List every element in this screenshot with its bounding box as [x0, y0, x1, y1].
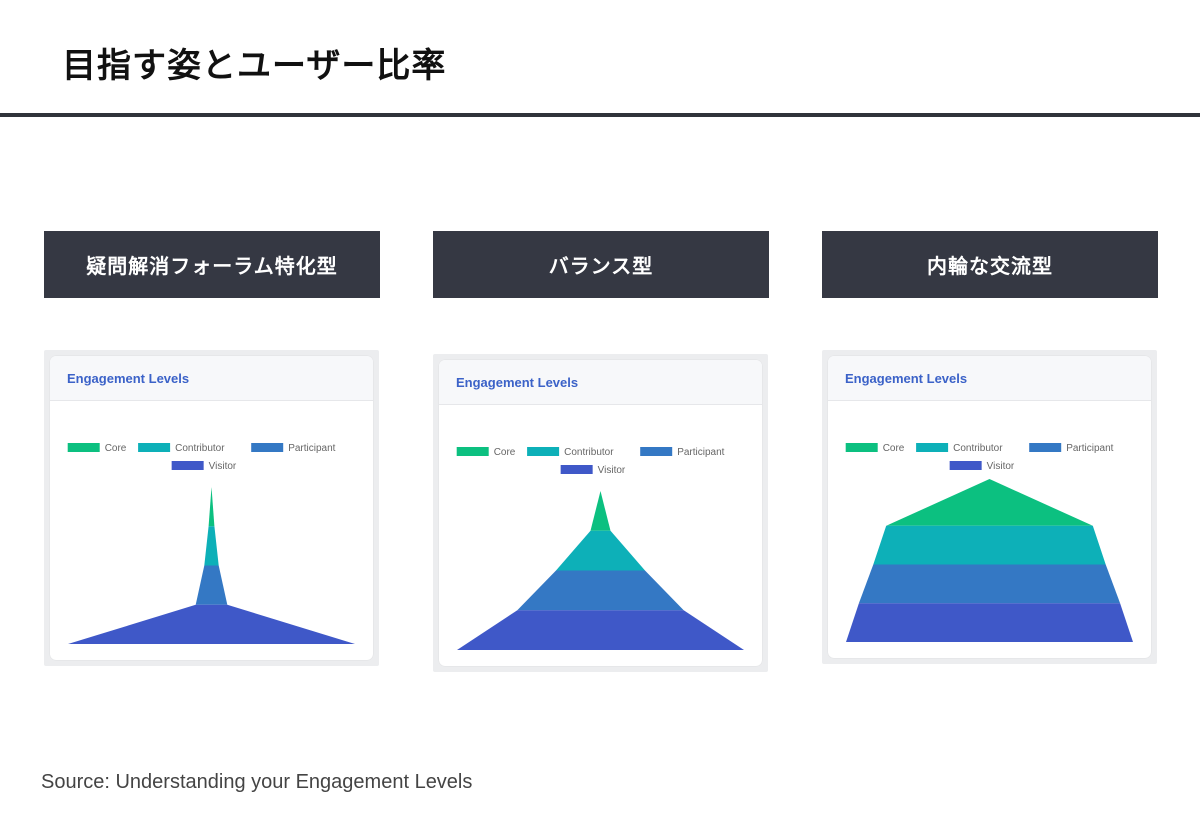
legend-swatch-participant — [640, 447, 673, 456]
chart-title: Engagement Levels — [828, 356, 1151, 401]
legend-swatch-visitor — [949, 461, 982, 470]
legend-label-participant: Participant — [1066, 443, 1113, 454]
pyramid-band-participant — [517, 570, 684, 611]
chart-card-balanced: Engagement Levels Core Contributor Partici… — [433, 354, 768, 672]
legend-swatch-contributor — [527, 447, 560, 456]
legend-label-contributor: Contributor — [564, 447, 614, 458]
legend-label-contributor: Contributor — [175, 443, 225, 454]
pyramid-band-participant — [858, 564, 1121, 604]
pyramid-band-participant — [195, 565, 228, 605]
legend-swatch-core — [67, 443, 100, 452]
legend-swatch-participant — [1029, 443, 1062, 452]
chart-panel: Engagement Levels Core Contributor Partici… — [50, 356, 373, 660]
legend-label-core: Core — [105, 443, 127, 454]
legend-label-visitor: Visitor — [598, 465, 626, 476]
pyramid-band-core — [208, 487, 215, 527]
legend-swatch-contributor — [916, 443, 949, 452]
column-insular: 内輪な交流型 — [822, 231, 1158, 298]
column-header: 疑問解消フォーラム特化型 — [44, 231, 380, 298]
legend-label-core: Core — [883, 443, 905, 454]
legend-swatch-visitor — [171, 461, 204, 470]
legend-swatch-visitor — [560, 465, 593, 474]
chart-panel: Engagement Levels Core Contributor Partici… — [439, 360, 762, 666]
column-balanced: バランス型 — [433, 231, 769, 298]
legend-swatch-contributor — [138, 443, 171, 452]
source-caption: Source: Understanding your Engagement Le… — [41, 771, 473, 793]
pyramid-band-contributor — [556, 530, 645, 571]
legend-label-participant: Participant — [288, 443, 335, 454]
legend-swatch-core — [456, 447, 489, 456]
column-forum: 疑問解消フォーラム特化型 — [44, 231, 380, 298]
chart-card-insular: Engagement Levels Core Contributor Partici… — [822, 350, 1157, 664]
pyramid-band-visitor — [68, 604, 355, 644]
legend-label-visitor: Visitor — [987, 461, 1015, 472]
legend-label-contributor: Contributor — [953, 443, 1003, 454]
legend-label-participant: Participant — [677, 447, 724, 458]
chart-title: Engagement Levels — [439, 360, 762, 405]
chart-title: Engagement Levels — [50, 356, 373, 401]
page-title: 目指す姿とユーザー比率 — [62, 46, 447, 86]
pyramid-band-visitor — [846, 603, 1133, 642]
pyramid-band-core — [590, 491, 611, 531]
pyramid-band-contributor — [873, 525, 1106, 565]
column-header: バランス型 — [433, 231, 769, 298]
legend-label-core: Core — [494, 447, 516, 458]
legend-swatch-core — [845, 443, 878, 452]
chart-card-forum: Engagement Levels Core Contributor Partici… — [44, 350, 379, 666]
pyramid-band-core — [886, 479, 1093, 526]
title-divider — [0, 113, 1200, 117]
chart-panel: Engagement Levels Core Contributor Partici… — [828, 356, 1151, 658]
pyramid-band-contributor — [204, 526, 219, 566]
column-header: 内輪な交流型 — [822, 231, 1158, 298]
legend-swatch-participant — [251, 443, 284, 452]
pyramid-band-visitor — [457, 610, 744, 650]
legend-label-visitor: Visitor — [209, 461, 237, 472]
